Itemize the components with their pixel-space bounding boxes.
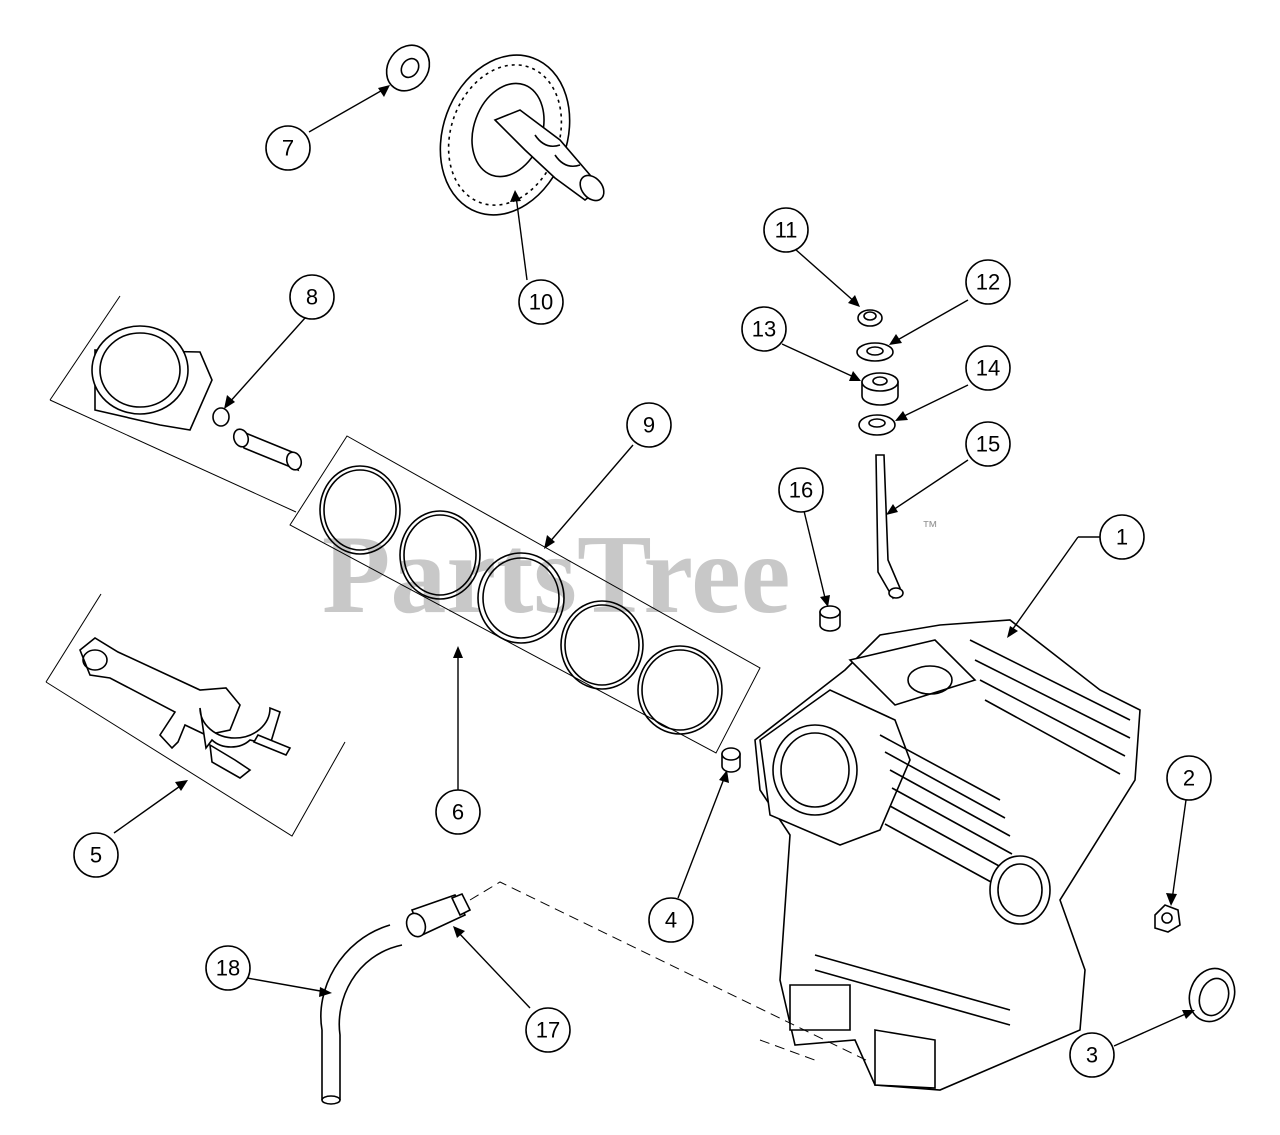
callout-5[interactable]: 5: [73, 832, 119, 878]
svg-text:9: 9: [643, 413, 655, 438]
svg-text:14: 14: [976, 356, 1000, 381]
svg-text:8: 8: [306, 285, 318, 310]
part-clip-8: [212, 407, 230, 427]
part-crankcase-1: [754, 619, 1141, 1091]
part-nut-11: [857, 309, 883, 327]
part-plug-16: [819, 605, 841, 632]
svg-text:3: 3: [1086, 1043, 1098, 1068]
callout-14[interactable]: 14: [965, 345, 1011, 391]
callout-4[interactable]: 4: [648, 897, 694, 943]
svg-text:17: 17: [536, 1018, 560, 1043]
callout-1[interactable]: 1: [1099, 514, 1145, 560]
part-pin: [232, 428, 303, 472]
part-grommet-13: [861, 372, 899, 406]
piston-kit-frame: [49, 295, 297, 513]
svg-text:15: 15: [976, 432, 1000, 457]
svg-text:11: 11: [775, 218, 798, 243]
svg-text:16: 16: [789, 478, 813, 503]
part-washer-12: [856, 342, 894, 362]
callout-2[interactable]: 2: [1166, 755, 1212, 801]
callout-7[interactable]: 7: [265, 125, 311, 171]
part-connecting-rod: [79, 637, 292, 779]
callout-3[interactable]: 3: [1069, 1032, 1115, 1078]
watermark-trademark: ™: [922, 519, 938, 536]
callout-11[interactable]: 11: [763, 207, 809, 253]
part-seal-3: [1188, 967, 1236, 1023]
rod-kit-frame: [45, 593, 346, 837]
callout-9[interactable]: 9: [626, 402, 672, 448]
part-hose-18: [320, 924, 403, 1105]
callout-10[interactable]: 10: [518, 279, 564, 325]
svg-text:7: 7: [282, 136, 294, 161]
svg-text:4: 4: [665, 908, 677, 933]
svg-text:2: 2: [1183, 766, 1195, 791]
callout-8[interactable]: 8: [289, 274, 335, 320]
callout-6[interactable]: 6: [435, 789, 481, 835]
callout-18[interactable]: 18: [205, 945, 251, 991]
part-fitting-17: [405, 881, 871, 1063]
svg-text:12: 12: [976, 270, 1000, 295]
callout-12[interactable]: 12: [965, 259, 1011, 305]
part-nut-2: [1154, 904, 1181, 933]
svg-text:1: 1: [1116, 525, 1128, 550]
watermark-text: PartsTree: [322, 513, 791, 637]
ring-set: [319, 465, 723, 735]
svg-text:6: 6: [452, 800, 464, 825]
svg-text:18: 18: [216, 956, 240, 981]
leader-lines: [113, 85, 1195, 1047]
part-washer-14: [858, 414, 896, 436]
part-tube-15: [875, 454, 904, 600]
part-camshaft-10: [439, 54, 605, 216]
svg-text:10: 10: [529, 290, 553, 315]
part-dowel-4: [721, 747, 741, 773]
callout-15[interactable]: 15: [965, 421, 1011, 467]
callout-17[interactable]: 17: [525, 1007, 571, 1053]
part-washer-7: [385, 44, 431, 92]
svg-text:13: 13: [752, 317, 776, 342]
part-piston: [91, 325, 213, 431]
callout-16[interactable]: 16: [778, 467, 824, 513]
callout-13[interactable]: 13: [741, 306, 787, 352]
svg-text:5: 5: [90, 843, 102, 868]
